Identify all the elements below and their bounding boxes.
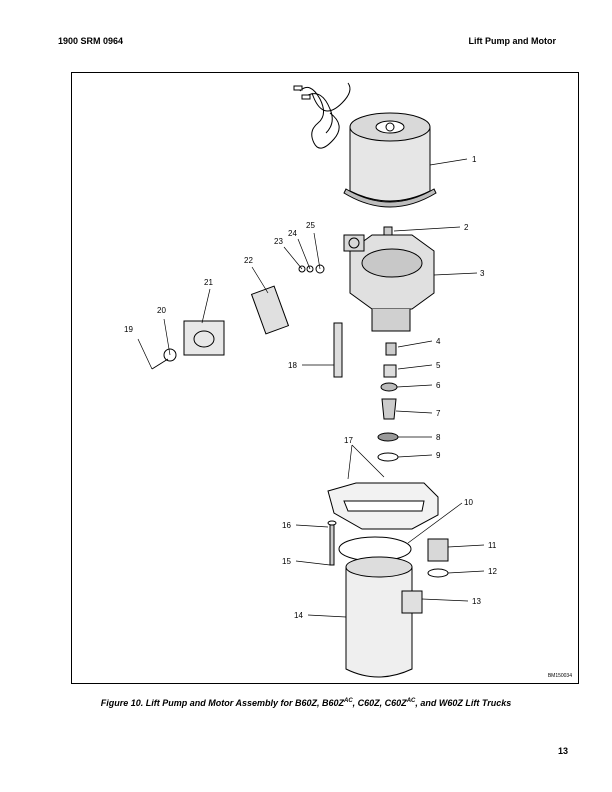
caption-part2: , C60Z, C60Z — [352, 698, 407, 708]
callout-4: 4 — [436, 337, 441, 346]
callout-19: 19 — [124, 325, 133, 334]
callout-6: 6 — [436, 381, 441, 390]
callout-21: 21 — [204, 278, 213, 287]
callout-7: 7 — [436, 409, 441, 418]
callout-15: 15 — [282, 557, 291, 566]
exploded-diagram: 1 2 3 4 5 6 7 8 9 10 11 12 13 14 15 16 1… — [124, 82, 497, 678]
callout-1: 1 — [472, 155, 477, 164]
callout-13: 13 — [472, 597, 481, 606]
callout-11: 11 — [488, 541, 497, 550]
callout-2: 2 — [464, 223, 469, 232]
figure-code: BM150034 — [547, 673, 572, 679]
callout-5: 5 — [436, 361, 441, 370]
callout-17: 17 — [344, 436, 353, 445]
callout-9: 9 — [436, 451, 441, 460]
figure-caption: Figure 10. Lift Pump and Motor Assembly … — [0, 698, 612, 708]
callout-18: 18 — [288, 361, 297, 370]
page-number: 13 — [557, 746, 568, 756]
callout-12: 12 — [488, 567, 497, 576]
callout-25: 25 — [306, 221, 315, 230]
callout-22: 22 — [244, 256, 253, 265]
callout-24: 24 — [288, 229, 297, 238]
callout-14: 14 — [294, 611, 303, 620]
header-document-id: 1900 SRM 0964 — [58, 36, 124, 46]
figure-frame: 1 2 3 4 5 6 7 8 9 10 11 12 13 14 15 16 1… — [71, 72, 579, 684]
callout-23: 23 — [274, 237, 283, 246]
caption-superscript-2: AC — [406, 698, 416, 704]
callout-20: 20 — [157, 306, 166, 315]
caption-part1: Figure 10. Lift Pump and Motor Assembly … — [100, 698, 344, 708]
caption-part3: , and W60Z Lift Trucks — [415, 698, 512, 708]
callout-16: 16 — [282, 521, 291, 530]
caption-superscript-1: AC — [343, 698, 353, 704]
callout-8: 8 — [436, 433, 441, 442]
callout-3: 3 — [480, 269, 485, 278]
callout-10: 10 — [464, 498, 473, 507]
header-section-title: Lift Pump and Motor — [468, 36, 557, 46]
